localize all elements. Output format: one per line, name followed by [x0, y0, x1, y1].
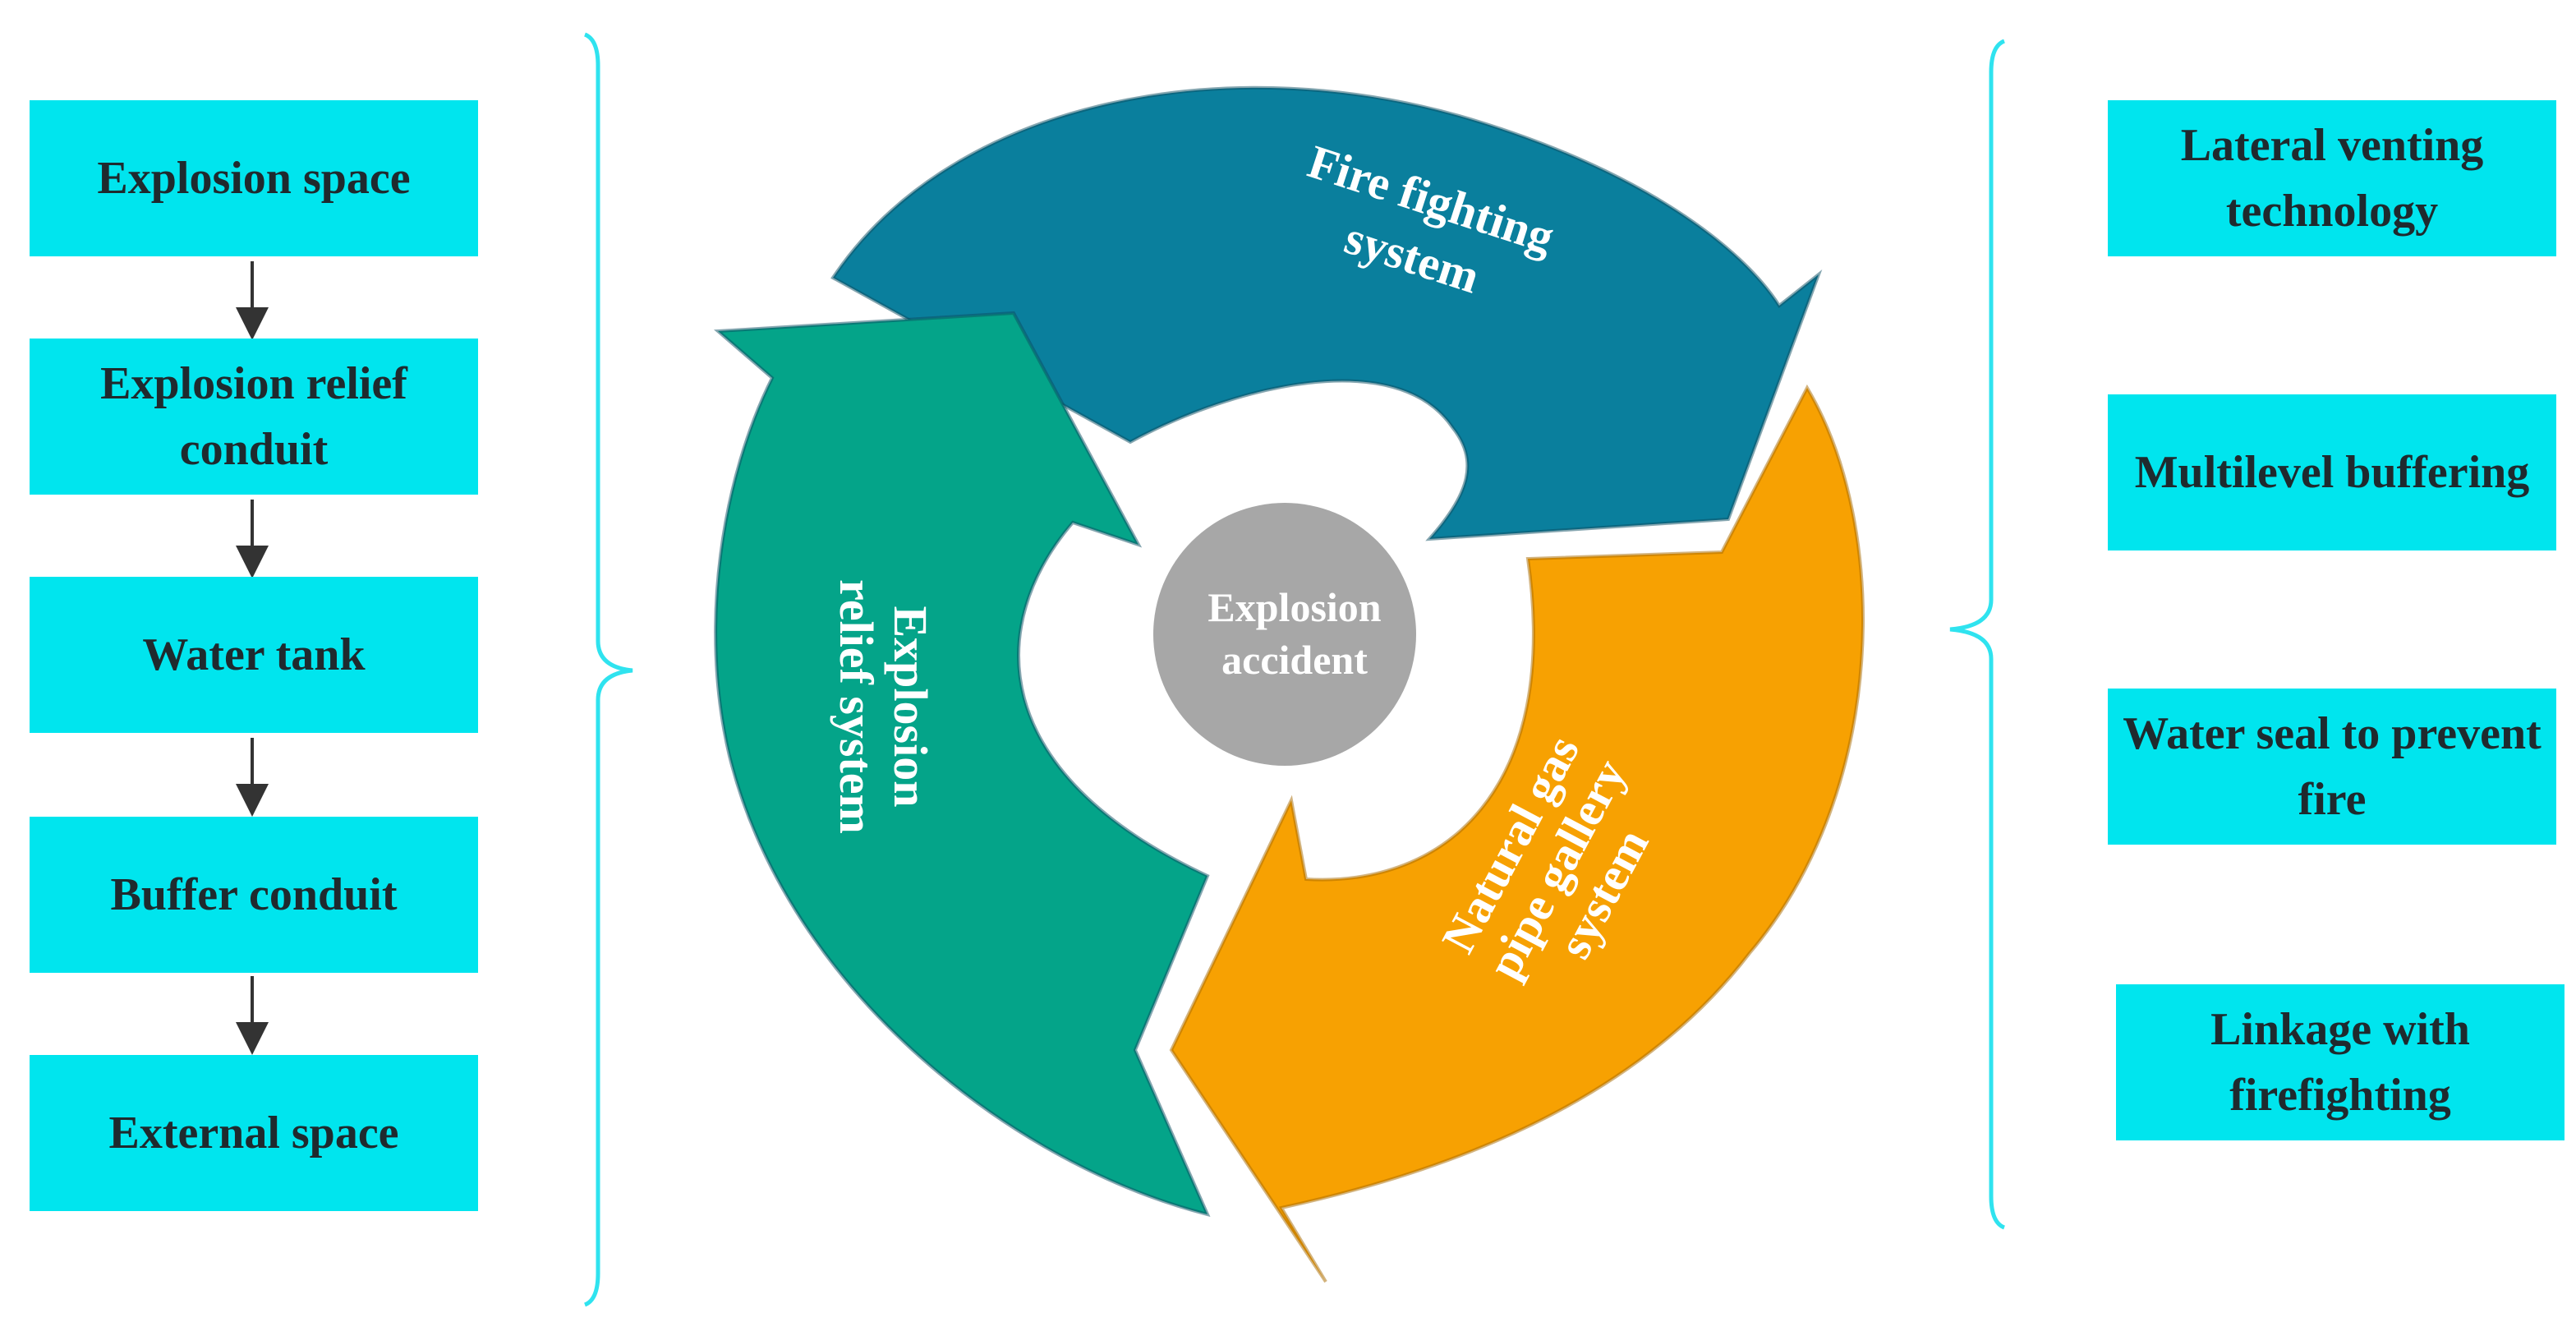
explosion-relief-label: Explosion relief system [830, 579, 937, 834]
technique-box-linkage-firefighting: Linkage with firefighting [2116, 984, 2564, 1140]
flow-box-explosion-relief-conduit: Explosion relief conduit [30, 339, 478, 495]
explosion-relief-label-line-2: relief system [830, 579, 883, 834]
flow-box-water-tank: Water tank [30, 577, 478, 733]
natural-gas-arrow [1169, 384, 1865, 1283]
technique-box-water-seal: Water seal to prevent fire [2108, 689, 2556, 845]
explosion-relief-arrow [713, 311, 1211, 1217]
flow-box-explosion-space: Explosion space [30, 100, 478, 256]
flow-box-external-space: External space [30, 1055, 478, 1211]
flow-box-buffer-conduit: Buffer conduit [30, 817, 478, 973]
fire-fighting-arrow [830, 85, 1823, 541]
left-brace [583, 32, 633, 1307]
right-brace [1949, 39, 2006, 1230]
technique-box-lateral-venting: Lateral venting technology [2108, 100, 2556, 256]
center-circle [1153, 503, 1416, 766]
technique-box-multilevel-buffering: Multilevel buffering [2108, 394, 2556, 550]
center-label-line-1: Explosion [1208, 584, 1381, 630]
explosion-relief-label-line-1: Explosion [884, 606, 937, 808]
center-label-line-2: accident [1221, 637, 1368, 683]
